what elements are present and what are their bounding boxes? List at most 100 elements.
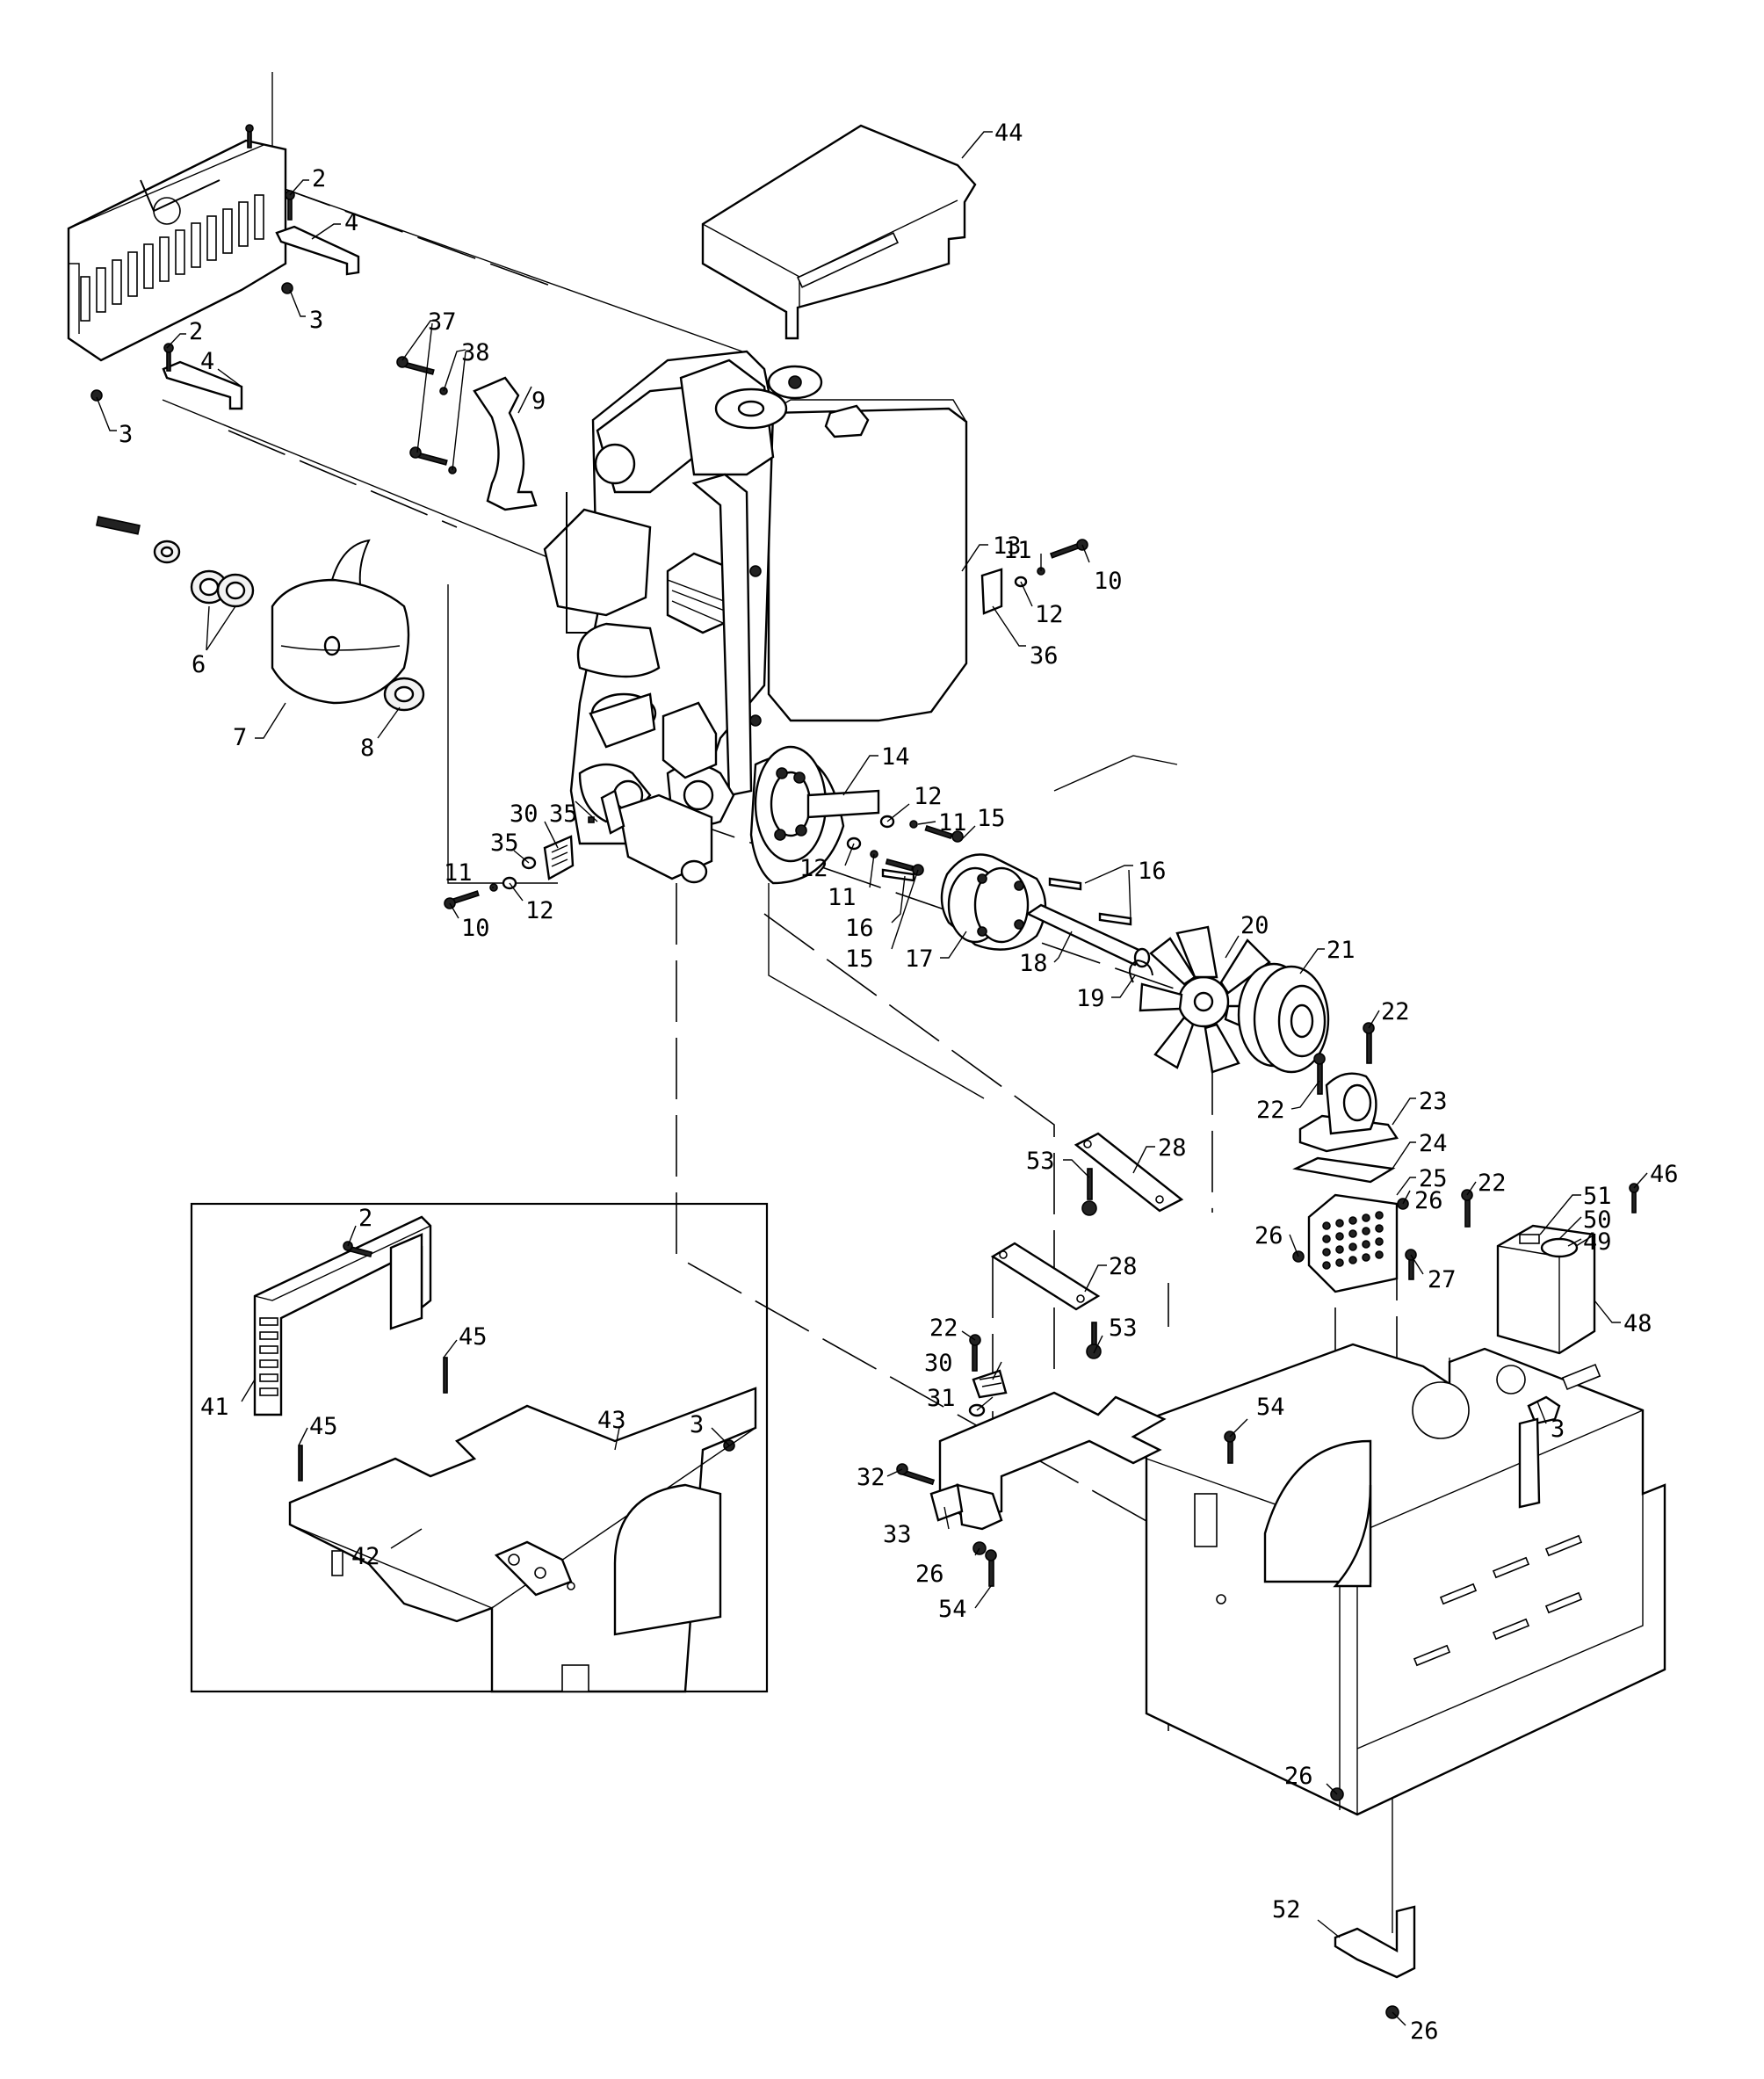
callout-6: 6: [192, 651, 206, 678]
callout-11: 11: [938, 809, 967, 837]
callout-2: 2: [189, 318, 203, 345]
callout-26: 26: [915, 1561, 944, 1588]
callout-12: 12: [799, 855, 828, 882]
callout-12: 12: [1035, 601, 1064, 628]
box-48: [1496, 1183, 1639, 1355]
callout-36: 36: [1030, 642, 1059, 670]
callout-3: 3: [119, 421, 133, 448]
callout-18: 18: [1019, 950, 1048, 977]
callout-9: 9: [531, 388, 546, 415]
callout-54: 54: [938, 1596, 967, 1623]
callout-27: 27: [1428, 1266, 1457, 1293]
callout-14: 14: [881, 743, 910, 771]
callout-19: 19: [1076, 985, 1105, 1012]
callout-45: 45: [309, 1413, 338, 1440]
callout-37: 37: [428, 308, 457, 336]
callout-53: 53: [1109, 1315, 1138, 1342]
callout-2: 2: [358, 1205, 372, 1232]
callout-53: 53: [1026, 1148, 1055, 1175]
screws-37-38: [396, 356, 457, 474]
callout-11: 11: [444, 859, 473, 887]
coupling-17: [940, 853, 1047, 951]
callout-15: 15: [845, 945, 874, 973]
right-bolt-stack: [980, 539, 1088, 615]
callout-11: 11: [828, 884, 857, 911]
callout-51: 51: [1583, 1183, 1612, 1210]
callout-4: 4: [200, 348, 214, 375]
callout-48: 48: [1623, 1310, 1652, 1337]
leader-lines: [96, 131, 1648, 2026]
left-bolt-stack: [444, 789, 625, 909]
plate-25: [1292, 1189, 1473, 1293]
callout-33: 33: [883, 1521, 912, 1548]
callout-22: 22: [1478, 1170, 1507, 1197]
callout-31: 31: [927, 1385, 956, 1412]
callout-2: 2: [312, 165, 326, 192]
callout-46: 46: [1650, 1161, 1679, 1188]
callout-3: 3: [309, 307, 323, 334]
top-cover: [701, 124, 977, 340]
left-slotted-guard: [67, 124, 287, 362]
callout-15: 15: [977, 805, 1006, 832]
pulley-21: [1237, 962, 1330, 1074]
callout-22: 22: [929, 1315, 958, 1342]
callout-38: 38: [461, 339, 490, 366]
callout-21: 21: [1327, 937, 1356, 964]
callout-12: 12: [914, 783, 943, 810]
callout-26: 26: [1254, 1222, 1283, 1250]
washer-8: [383, 677, 425, 712]
callout-35: 35: [549, 800, 578, 828]
plate-28-lower: [990, 1242, 1102, 1359]
callout-45: 45: [459, 1323, 488, 1351]
callout-22: 22: [1256, 1097, 1285, 1124]
clip-19: [1129, 959, 1153, 983]
pulley-7: [271, 539, 410, 705]
callout-42: 42: [351, 1543, 380, 1570]
callout-52: 52: [1272, 1896, 1301, 1923]
callout-22: 22: [1381, 998, 1410, 1025]
callout-30: 30: [510, 800, 539, 828]
bracket-52: [1330, 1787, 1416, 2019]
main-frame: [938, 1343, 1666, 1816]
callout-43: 43: [597, 1407, 626, 1434]
callout-25: 25: [1419, 1165, 1448, 1192]
shaft-18: [1025, 903, 1151, 968]
callout-3: 3: [1551, 1416, 1565, 1443]
callout-10: 10: [461, 915, 490, 942]
washers-6: [95, 516, 255, 608]
callout-26: 26: [1414, 1187, 1443, 1214]
bracket-4-lower: [90, 343, 243, 410]
inset-detail: [190, 1202, 769, 1693]
callout-4: 4: [344, 209, 358, 236]
callout-8: 8: [360, 735, 374, 762]
callout-16: 16: [1138, 858, 1167, 885]
callout-17: 17: [905, 945, 934, 973]
callout-41: 41: [200, 1394, 229, 1421]
callout-24: 24: [1419, 1130, 1448, 1157]
callout-26: 26: [1410, 2017, 1439, 2045]
callout-26: 26: [1284, 1763, 1313, 1790]
callout-16: 16: [845, 915, 874, 942]
callout-7: 7: [233, 724, 247, 751]
bearing-23: [1298, 1022, 1399, 1153]
clamp-9: [473, 376, 538, 511]
bracket-4-upper: [275, 190, 360, 294]
callout-49: 49: [1583, 1228, 1612, 1256]
callout-11: 11: [1003, 537, 1032, 564]
callout-28: 28: [1109, 1253, 1138, 1280]
callout-35: 35: [490, 829, 519, 857]
callout-23: 23: [1419, 1088, 1448, 1115]
callout-54: 54: [1256, 1394, 1285, 1421]
callout-10: 10: [1094, 568, 1123, 595]
callout-30: 30: [924, 1350, 953, 1377]
callout-50: 50: [1583, 1206, 1612, 1234]
callout-3: 3: [690, 1411, 704, 1438]
callout-32: 32: [857, 1464, 886, 1491]
callout-44: 44: [994, 120, 1023, 147]
plate-24: [1292, 1156, 1396, 1184]
callout-20: 20: [1240, 912, 1269, 939]
plate-28-upper: [1074, 1132, 1184, 1216]
callout-labels: 44 2 4 3 2 4 3 37 38 9 13 11 10 12 36 6 …: [119, 120, 1679, 2045]
callout-13: 13: [993, 532, 1022, 560]
